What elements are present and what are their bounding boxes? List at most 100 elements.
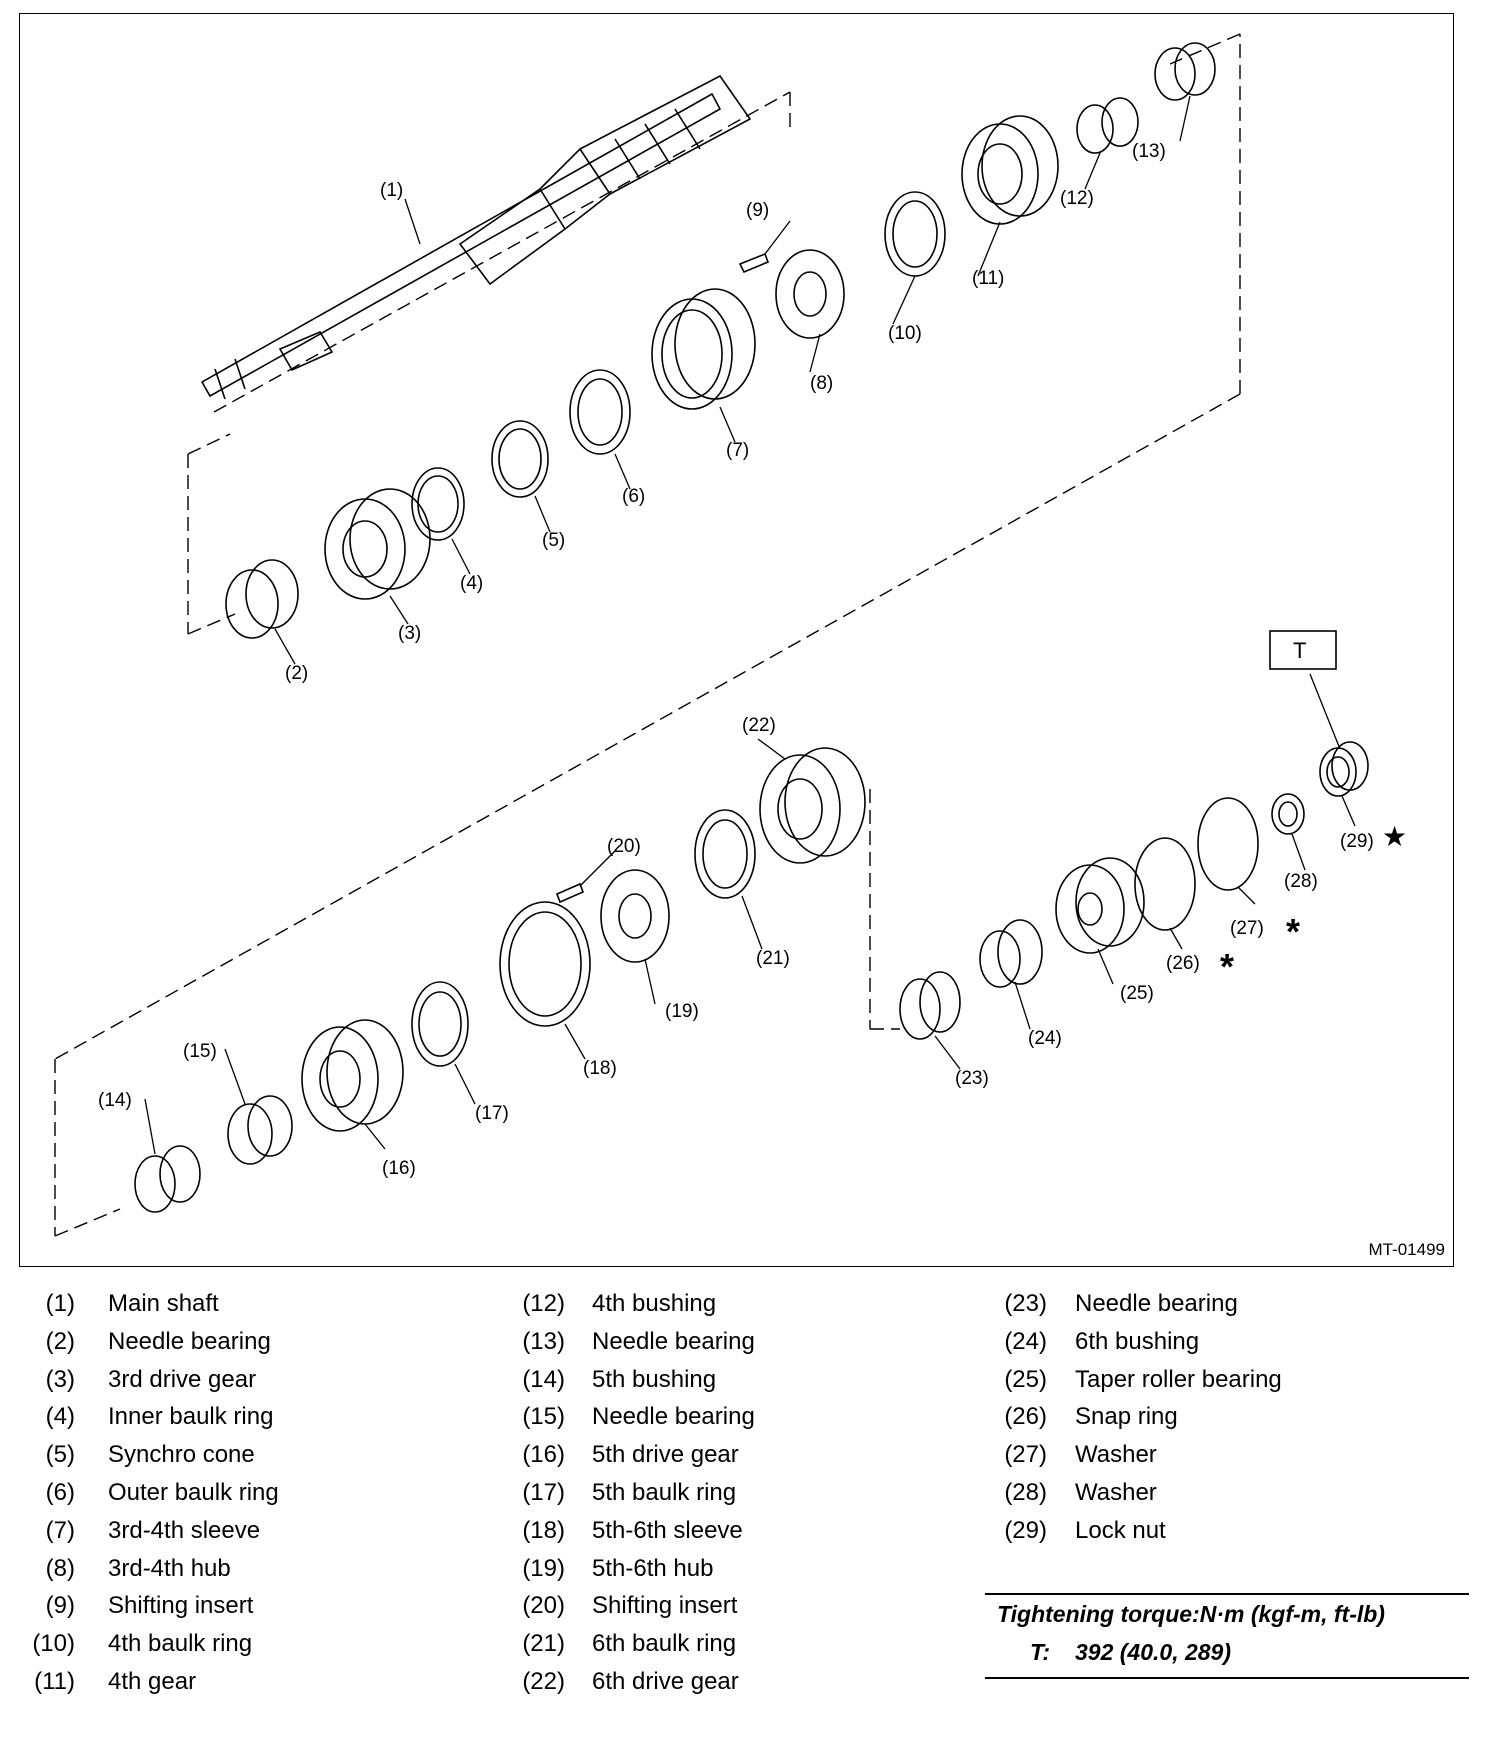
callout-label: (26) bbox=[1166, 953, 1200, 974]
callout-label: (1) bbox=[380, 180, 403, 201]
star-symbol: ★ bbox=[1382, 821, 1407, 852]
3rd-drive-gear bbox=[324, 498, 406, 600]
5th-baulk-ring bbox=[411, 981, 469, 1067]
torque-key: T: bbox=[1030, 1639, 1051, 1665]
shifting-insert-20 bbox=[555, 882, 585, 904]
asterisk-symbol-26: * bbox=[1220, 946, 1234, 987]
inner-baulk-ring bbox=[411, 467, 465, 541]
legend-number: (14) bbox=[522, 1365, 565, 1393]
callout-label: (14) bbox=[98, 1090, 132, 1111]
legend-number: (27) bbox=[1004, 1441, 1047, 1469]
torque-box-label: T bbox=[1293, 638, 1306, 663]
legend-number: (2) bbox=[45, 1327, 75, 1355]
legend-number: (29) bbox=[1004, 1516, 1047, 1544]
legend-number: (8) bbox=[45, 1554, 75, 1582]
callout-label: (24) bbox=[1028, 1028, 1062, 1049]
legend-part-name: 5th baulk ring bbox=[592, 1479, 737, 1506]
callout-label: (8) bbox=[810, 373, 833, 394]
needle-bearing-13 bbox=[1154, 47, 1196, 101]
legend-part-name: Inner baulk ring bbox=[108, 1403, 274, 1431]
legend-number: (11) bbox=[34, 1668, 75, 1695]
5th-6th-hub bbox=[600, 869, 670, 963]
legend-number: (10) bbox=[32, 1630, 75, 1658]
callout-label: (9) bbox=[746, 200, 769, 221]
outer-baulk-ring bbox=[569, 369, 631, 455]
legend-part-name: Needle bearing bbox=[108, 1327, 271, 1355]
legend-number: (24) bbox=[1004, 1327, 1047, 1355]
callout-label: (7) bbox=[726, 440, 749, 461]
5th-bushing bbox=[134, 1155, 176, 1213]
6th-drive-gear bbox=[759, 754, 841, 864]
legend-number: (4) bbox=[45, 1403, 75, 1431]
callout-label: (18) bbox=[583, 1058, 617, 1079]
legend-number: (20) bbox=[522, 1592, 565, 1620]
legend-number: (18) bbox=[522, 1516, 565, 1544]
callout-label: (27) bbox=[1230, 918, 1264, 939]
callout-label: (10) bbox=[888, 323, 922, 344]
legend-part-name: 4th gear bbox=[108, 1668, 197, 1695]
tightening-torque-table: Tightening torque:N·m (kgf-m, ft-lb) T: … bbox=[985, 1593, 1469, 1679]
4th-bushing bbox=[1076, 104, 1114, 154]
main-shaft-part bbox=[200, 74, 752, 400]
callout-label: (13) bbox=[1132, 141, 1166, 162]
3rd-4th-sleeve bbox=[651, 298, 733, 410]
5th-6th-sleeve bbox=[499, 901, 591, 1027]
legend-number: (3) bbox=[45, 1365, 75, 1393]
legend-part-name: Needle bearing bbox=[592, 1403, 755, 1431]
exploded-view-diagram: (1) (2) (3) (4) (5) (6) (7) (8) (9) (10)… bbox=[19, 13, 1454, 1267]
synchro-cone bbox=[491, 420, 549, 498]
legend-part-name: Taper roller bearing bbox=[1075, 1365, 1282, 1393]
callout-label: (23) bbox=[955, 1068, 989, 1089]
callout-label: (2) bbox=[285, 663, 308, 684]
washer-27 bbox=[1197, 797, 1259, 891]
torque-box bbox=[1269, 630, 1337, 670]
callout-label: (11) bbox=[972, 268, 1004, 289]
3rd-4th-hub bbox=[775, 249, 845, 339]
legend-part-name: 4th bushing bbox=[592, 1290, 717, 1317]
torque-heading: Tightening torque:N·m (kgf-m, ft-lb) bbox=[997, 1601, 1385, 1627]
legend-number: (15) bbox=[522, 1403, 565, 1431]
legend-number: (26) bbox=[1004, 1403, 1047, 1431]
legend-number: (13) bbox=[522, 1327, 565, 1355]
callout-label: (22) bbox=[742, 715, 776, 736]
legend-number: (5) bbox=[45, 1441, 75, 1469]
legend-part-name: Needle bearing bbox=[1075, 1290, 1238, 1317]
6th-bushing bbox=[979, 930, 1021, 988]
legend-part-name: 3rd-4th sleeve bbox=[108, 1516, 261, 1544]
callout-label: (4) bbox=[460, 573, 483, 594]
legend-part-name: 6th bushing bbox=[1075, 1327, 1200, 1355]
legend-part-name: 6th drive gear bbox=[592, 1668, 739, 1695]
legend-number: (1) bbox=[45, 1290, 75, 1317]
legend-part-name: 3rd-4th hub bbox=[108, 1554, 231, 1582]
6th-baulk-ring bbox=[694, 809, 756, 899]
legend-part-name: Shifting insert bbox=[108, 1592, 254, 1620]
legend-number: (23) bbox=[1004, 1290, 1047, 1317]
legend-number: (28) bbox=[1004, 1479, 1047, 1506]
assembly-guide-lines bbox=[54, 33, 1241, 1237]
legend-number: (17) bbox=[522, 1479, 565, 1506]
legend-number: (21) bbox=[522, 1630, 565, 1658]
callout-label: (12) bbox=[1060, 188, 1094, 209]
callout-label: (19) bbox=[665, 1001, 699, 1022]
legend-part-name: Lock nut bbox=[1075, 1516, 1166, 1544]
callout-label: (5) bbox=[542, 530, 565, 551]
taper-roller-bearing bbox=[1055, 864, 1125, 954]
needle-bearing-2 bbox=[225, 569, 279, 639]
callout-label: (28) bbox=[1284, 871, 1318, 892]
figure-code: MT-01499 bbox=[1368, 1240, 1445, 1259]
callout-label: (15) bbox=[183, 1041, 217, 1062]
legend-number: (22) bbox=[522, 1668, 565, 1695]
legend-number: (25) bbox=[1004, 1365, 1047, 1393]
upper-row-parts bbox=[225, 42, 1216, 639]
5th-drive-gear bbox=[301, 1026, 379, 1132]
torque-value: 392 (40.0, 289) bbox=[1075, 1639, 1232, 1665]
callout-label: (21) bbox=[756, 948, 790, 969]
legend-number: (12) bbox=[522, 1290, 565, 1317]
legend-part-name: Needle bearing bbox=[592, 1327, 755, 1355]
legend-part-name: Snap ring bbox=[1075, 1403, 1178, 1431]
legend-number: (19) bbox=[522, 1554, 565, 1582]
legend-part-name: 3rd drive gear bbox=[108, 1365, 257, 1393]
callout-label: (29) bbox=[1340, 831, 1374, 852]
legend-part-name: Outer baulk ring bbox=[108, 1479, 279, 1506]
4th-baulk-ring bbox=[884, 191, 946, 277]
